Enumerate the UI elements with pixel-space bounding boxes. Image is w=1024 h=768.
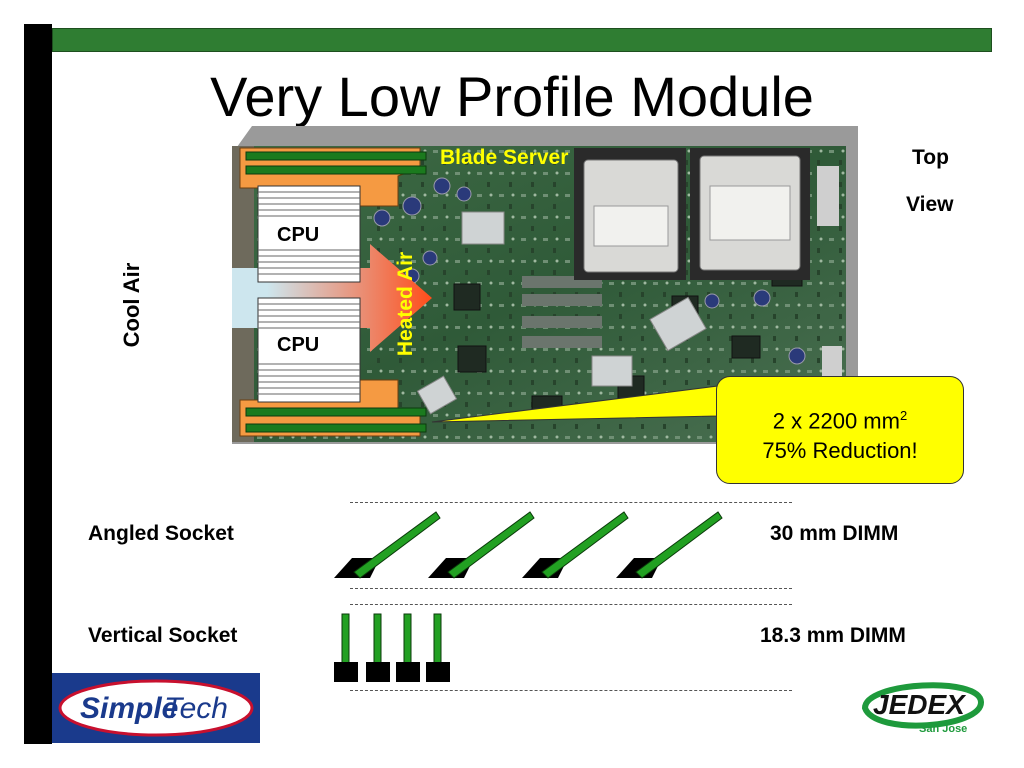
top-view-label-line1: Top (912, 146, 949, 169)
angled-socket-label: Angled Socket (88, 522, 234, 545)
heated-air-label: Heated Air (394, 251, 417, 357)
divider-4 (350, 690, 792, 691)
vertical-socket-2 (366, 613, 390, 682)
angled-socket-2 (428, 511, 535, 579)
cpu-label-top: CPU (277, 224, 320, 246)
simpletech-logo-simple: Simple (80, 692, 178, 725)
simpletech-logo-tech: Tech (164, 692, 228, 725)
jedex-logo-name: JEDEX (873, 689, 967, 720)
divider-2 (350, 588, 792, 589)
vertical-socket-label: Vertical Socket (88, 624, 238, 647)
vertical-dimm-size: 18.3 mm DIMM (760, 624, 906, 647)
divider-1 (350, 502, 792, 503)
jedex-logo-sub: San Jose (919, 723, 967, 735)
vertical-socket-3 (396, 613, 420, 682)
reduction-callout: 2 x 2200 mm2 75% Reduction! (716, 376, 964, 484)
vertical-socket-1 (334, 613, 358, 682)
top-view-label-line2: View (906, 193, 954, 216)
vertical-socket-4 (426, 613, 450, 682)
callout-superscript: 2 (899, 408, 908, 423)
top-accent-bar (52, 28, 992, 52)
angled-socket-3 (522, 511, 629, 579)
simpletech-logo: Simple Tech (52, 673, 260, 743)
jedex-logo: JEDEX San Jose (855, 672, 990, 740)
left-accent-bar (24, 24, 52, 744)
divider-3 (350, 604, 792, 605)
callout-reduction: 75% Reduction! (762, 438, 918, 464)
callout-area: 2 x 2200 mm (772, 408, 900, 434)
blade-server-label: Blade Server (440, 146, 569, 169)
angled-socket-4 (616, 511, 723, 579)
socket-diagram (334, 511, 723, 682)
angled-socket-1 (334, 511, 441, 579)
cpu-label-bottom: CPU (277, 334, 320, 356)
cool-air-label: Cool Air (119, 262, 144, 348)
angled-dimm-size: 30 mm DIMM (770, 522, 899, 545)
slide-title: Very Low Profile Module (210, 65, 814, 128)
